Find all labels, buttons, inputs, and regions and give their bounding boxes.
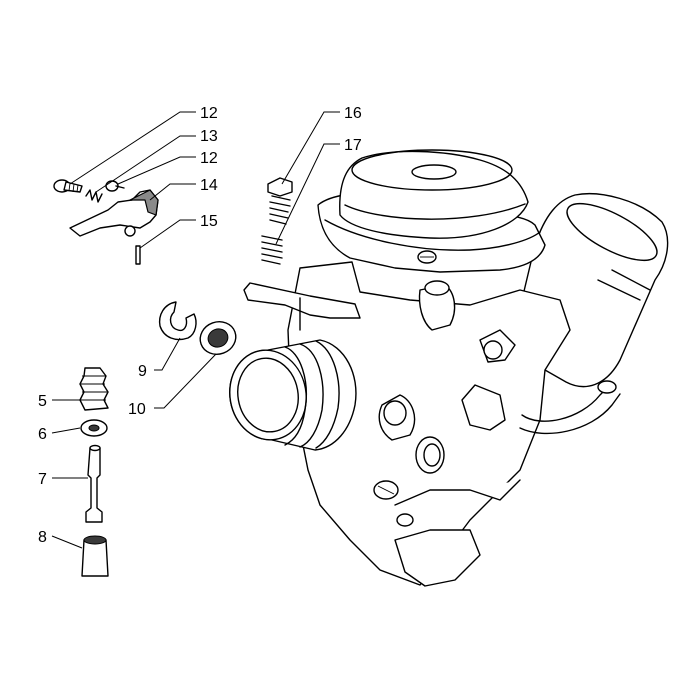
part-8-jet: [81, 535, 109, 577]
part-17-spring: [261, 235, 283, 265]
carburetor-body: [229, 149, 669, 587]
part-13-spring: [85, 189, 103, 203]
label-part-7: 7: [38, 471, 47, 488]
part-12-screw-upper: [53, 179, 83, 193]
label-part-15: 15: [200, 213, 218, 230]
label-part-17: 17: [344, 137, 362, 154]
label-part-8: 8: [38, 529, 47, 546]
label-part-5: 5: [38, 393, 47, 410]
part-16-screw-spring: [267, 177, 293, 225]
part-5-boot: [79, 367, 109, 411]
part-15-pin: [135, 245, 141, 265]
label-part-13: 13: [200, 128, 218, 145]
part-7-needle-jet: [85, 444, 103, 523]
label-part-16: 16: [344, 105, 362, 122]
part-14-lever: [69, 189, 159, 237]
label-part-10: 10: [128, 401, 146, 418]
part-10-seal-ring: [199, 321, 237, 355]
label-part-6: 6: [38, 426, 47, 443]
label-part-14: 14: [200, 177, 218, 194]
part-9-clip: [158, 301, 197, 341]
leader-lines: [51, 111, 340, 549]
part-6-washer: [80, 419, 108, 437]
label-part-9: 9: [138, 363, 147, 380]
label-part-12-lower: 12: [200, 150, 218, 167]
label-part-12-upper: 12: [200, 105, 218, 122]
